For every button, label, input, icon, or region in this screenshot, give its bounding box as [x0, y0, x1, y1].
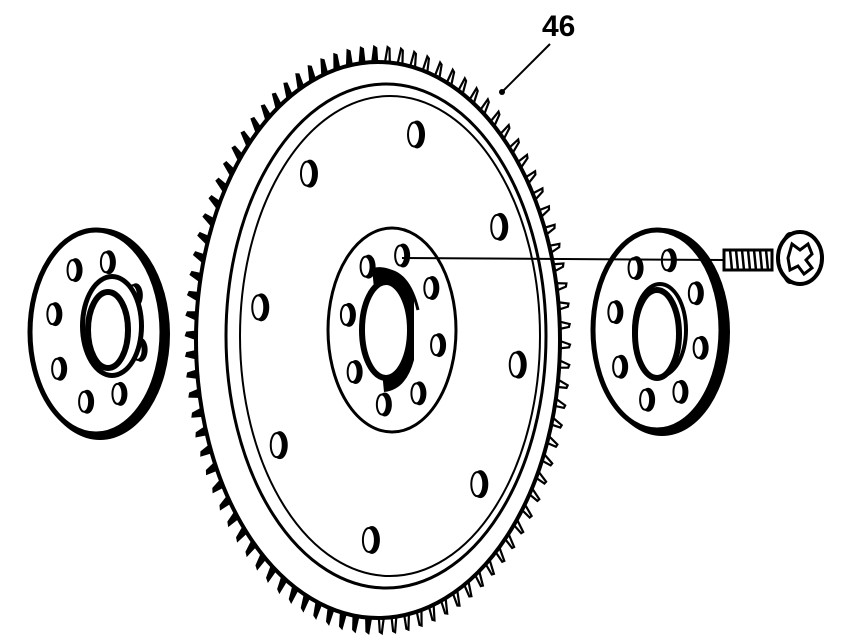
right-reinforcement-plate-icon: [590, 227, 730, 436]
outer-bolt-hole: [299, 159, 318, 188]
plate-bolt-hole: [78, 389, 95, 414]
flywheel-outer-holes: [251, 120, 527, 554]
outer-bolt-hole: [508, 350, 527, 379]
hub-bolt-hole: [359, 254, 376, 279]
plate-bolt-hole: [672, 379, 689, 404]
hub-bolt-hole: [423, 276, 440, 301]
plate-bolt-hole: [51, 356, 68, 381]
callout-number: 46: [542, 10, 575, 43]
outer-bolt-hole: [490, 212, 509, 241]
plate-bolt-hole: [612, 354, 629, 379]
flywheel-hub-bolt-holes: [339, 243, 447, 417]
outer-bolt-hole: [407, 120, 426, 149]
outer-bolt-hole: [269, 431, 288, 460]
callout-leader-line: [501, 43, 551, 93]
plate-bolt-hole: [692, 335, 709, 360]
part-callout: 46: [499, 10, 575, 95]
outer-bolt-hole: [361, 525, 380, 554]
left-reinforcement-plate-icon: [27, 227, 170, 440]
plate-bolt-hole: [607, 300, 624, 325]
flywheel-ring-gear-icon: [184, 44, 572, 636]
plate-bolt-hole: [66, 258, 83, 283]
flywheel-bolt-icon: [722, 230, 824, 286]
hub-bolt-hole: [430, 333, 447, 358]
hub-bolt-hole: [394, 243, 411, 268]
outer-bolt-hole: [470, 470, 489, 499]
plate-bolt-hole: [687, 281, 704, 306]
hub-bolt-hole: [339, 302, 356, 327]
right-plate-bolt-holes: [607, 248, 709, 412]
plate-bolt-hole: [627, 256, 644, 281]
plate-bolt-hole: [46, 302, 63, 327]
plate-bolt-hole: [111, 381, 128, 406]
plate-bolt-hole: [639, 387, 656, 412]
hub-bolt-hole: [346, 359, 363, 384]
alignment-line: [401, 257, 725, 261]
plate-bolt-hole: [99, 250, 116, 275]
hub-bolt-hole: [375, 392, 392, 417]
hub-bolt-hole: [410, 381, 427, 406]
outer-bolt-hole: [251, 293, 270, 322]
